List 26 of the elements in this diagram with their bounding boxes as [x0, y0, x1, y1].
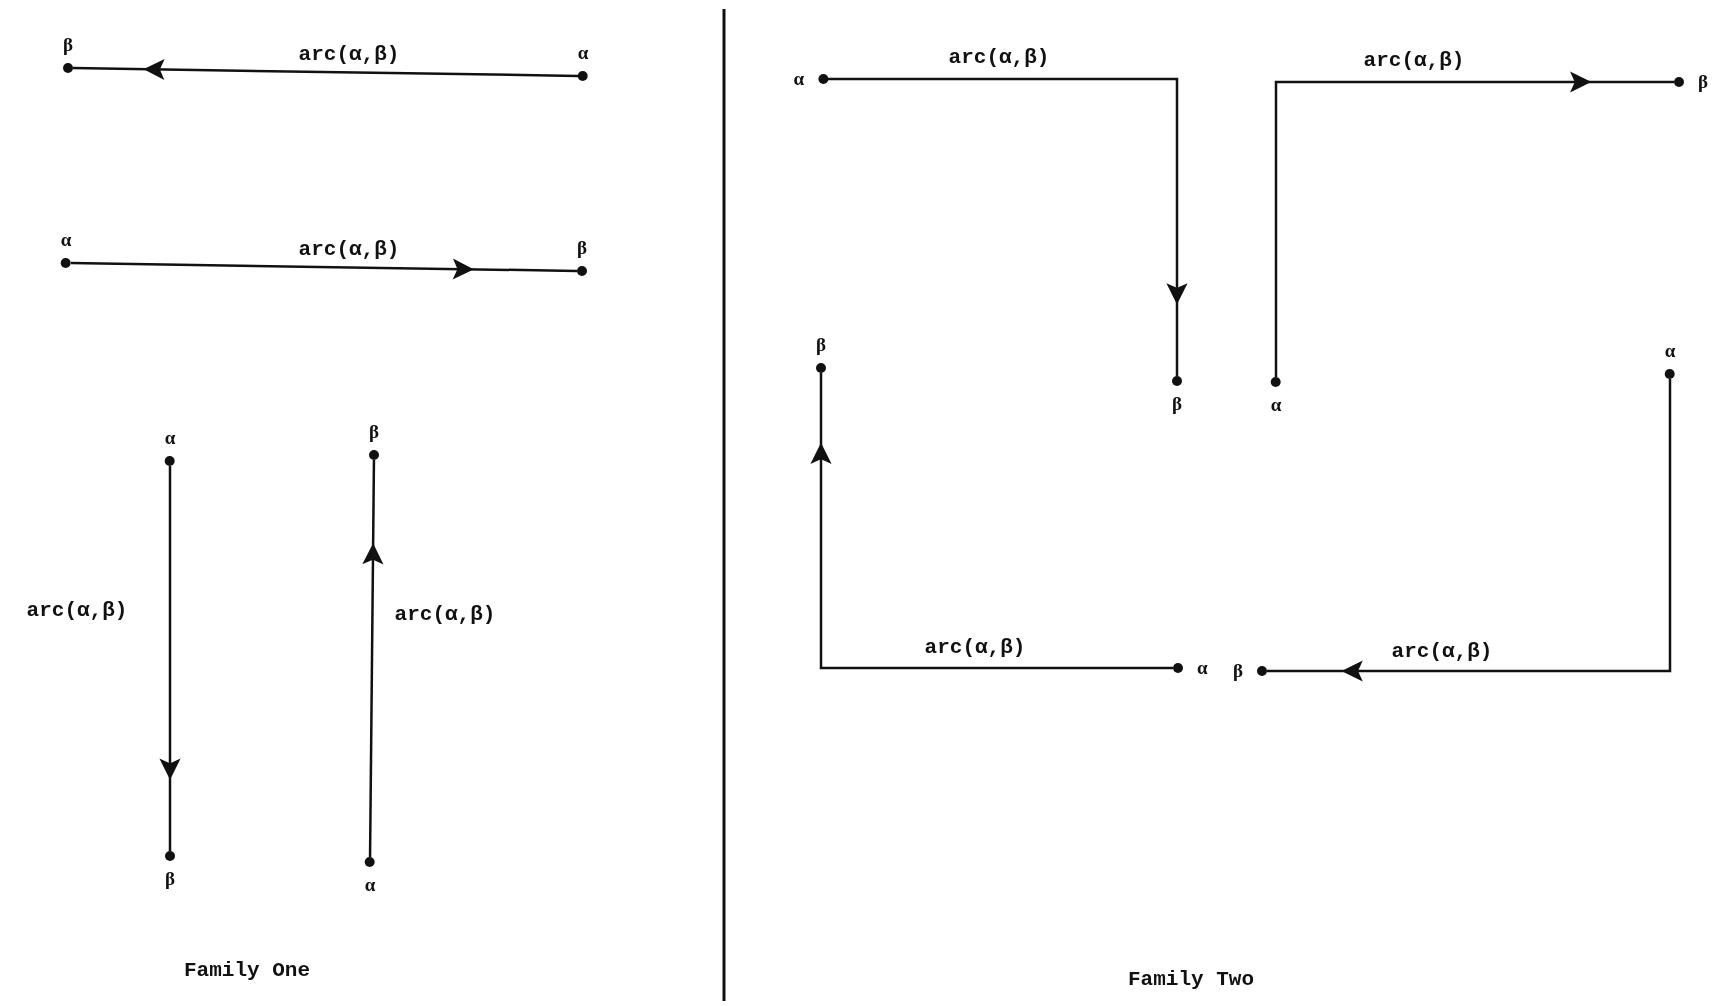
arrow [71, 258, 577, 280]
node-label: β [1172, 394, 1182, 414]
arrow [1274, 71, 1674, 377]
node-label: α [1664, 341, 1676, 361]
node-label: β [165, 869, 175, 889]
arrow [828, 77, 1188, 376]
node-label: α [577, 43, 589, 63]
family-caption: Family One [184, 959, 310, 983]
node-label: α [164, 428, 176, 448]
node-label: α [1197, 658, 1208, 678]
node-label: β [577, 238, 587, 258]
node-label: β [816, 335, 826, 355]
node-label: α [60, 230, 72, 250]
node-label: β [1233, 661, 1243, 681]
arrow [810, 373, 1173, 670]
arrow [73, 58, 578, 81]
node-label: β [63, 35, 73, 55]
node-label: α [793, 69, 804, 89]
arrow [362, 460, 384, 857]
family-caption: Family Two [1128, 968, 1254, 992]
node-label: α [1270, 395, 1282, 415]
arrow [159, 466, 181, 851]
node-label: β [1698, 72, 1708, 92]
node-label: β [369, 422, 379, 442]
node-label: α [364, 875, 376, 895]
arrow [1267, 379, 1672, 682]
